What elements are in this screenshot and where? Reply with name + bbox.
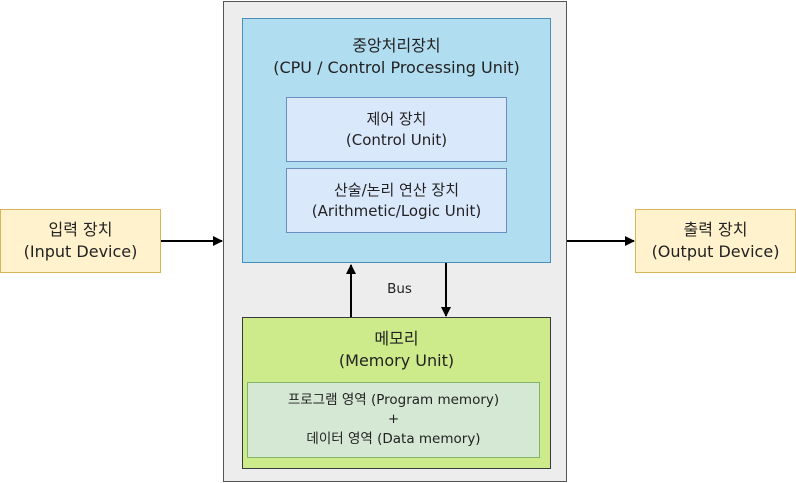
plus-sign: +: [387, 411, 400, 428]
cpu-subtitle: (CPU / Control Processing Unit): [273, 57, 520, 77]
data-memory-label: 데이터 영역 (Data memory): [306, 430, 481, 447]
memory-subtitle: (Memory Unit): [338, 350, 455, 370]
input-device-title: 입력 장치: [48, 220, 113, 240]
alu-box: 산술/논리 연산 장치 (Arithmetic/Logic Unit): [286, 168, 507, 233]
program-memory-label: 프로그램 영역 (Program memory): [287, 391, 500, 408]
alu-title: 산술/논리 연산 장치: [334, 181, 459, 200]
output-device-title: 출력 장치: [683, 220, 748, 240]
output-device-subtitle: (Output Device): [651, 242, 780, 261]
output-device-box: 출력 장치 (Output Device): [635, 209, 796, 273]
memory-areas-box: 프로그램 영역 (Program memory) + 데이터 영역 (Data …: [247, 382, 540, 458]
memory-title: 메모리: [374, 329, 419, 348]
control-unit-title: 제어 장치: [366, 110, 427, 129]
bus-label: Bus: [387, 281, 412, 297]
control-unit-box: 제어 장치 (Control Unit): [286, 97, 507, 162]
input-device-subtitle: (Input Device): [23, 242, 138, 261]
alu-subtitle: (Arithmetic/Logic Unit): [311, 201, 482, 220]
input-device-box: 입력 장치 (Input Device): [0, 209, 161, 273]
cpu-title: 중앙처리장치: [352, 36, 441, 55]
control-unit-subtitle: (Control Unit): [345, 130, 448, 149]
